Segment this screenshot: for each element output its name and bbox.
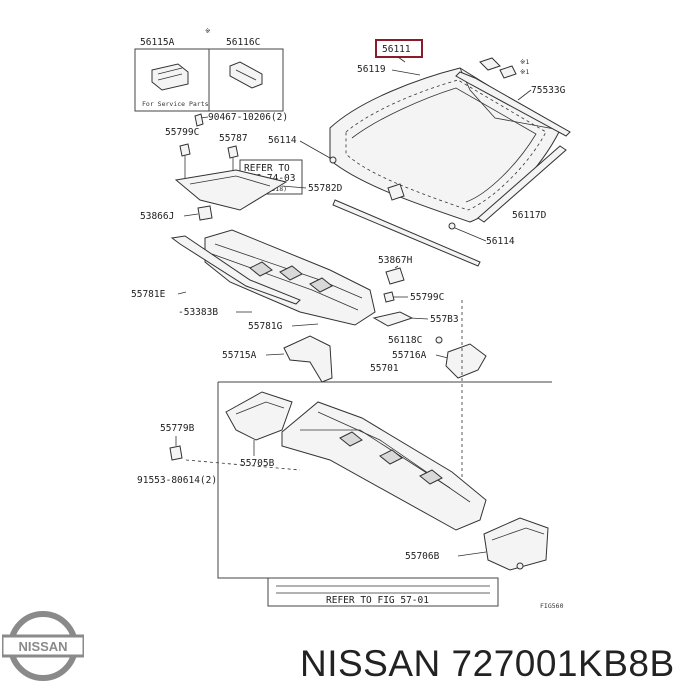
service-parts-inset: 56115A 56116C ※ For Service Parts [134, 27, 284, 112]
clip-55787 [227, 145, 239, 159]
label-56114-top: 56114 [268, 135, 297, 146]
label-91553: 91553-80614(2) [137, 475, 217, 486]
clip-part-left [151, 63, 189, 91]
logo-text: NISSAN [18, 639, 67, 654]
part-number: 727001KB8B [451, 643, 675, 684]
nissan-logo: NISSAN [2, 611, 84, 681]
label-55716a: 55716A [392, 350, 427, 361]
fastener-56114-mid [448, 222, 456, 230]
molding-56117d: 56117D [477, 145, 567, 223]
label-55781g: 55781G [248, 321, 283, 332]
bolt-90467 [194, 113, 204, 127]
svg-text:REFER TO FIG 57-01: REFER TO FIG 57-01 [326, 595, 429, 606]
label-90467: 90467-10206(2) [208, 112, 288, 123]
label-55779b: 55779B [160, 423, 195, 434]
highlight-box [375, 39, 423, 58]
label-56117d: 56117D [512, 210, 547, 221]
bracket-55782d [174, 169, 288, 211]
label-55799c-mid: 55799C [410, 292, 444, 303]
clip-55779b [169, 445, 183, 461]
label-55782d: 55782D [308, 183, 343, 194]
refer-note-2: REFER TO FIG 57-01 [267, 577, 499, 607]
windshield-glass [329, 67, 561, 223]
label-55706b: 55706B [405, 551, 440, 562]
label-56118c: 56118C [388, 335, 422, 346]
svg-text:REFER TO: REFER TO [244, 163, 290, 174]
clip-center [387, 183, 405, 201]
label-56114-mid: 56114 [486, 236, 515, 247]
label-53866j: 53866J [140, 211, 174, 222]
cowl-top-panel [204, 229, 376, 326]
clip-53866j [197, 205, 213, 221]
inset-note: For Service Parts [142, 100, 209, 108]
label-55799c-top: 55799C [165, 127, 199, 138]
label-75533g: 75533G [531, 85, 566, 96]
label-56111: 56111 [382, 44, 411, 55]
clip-53867h [385, 267, 405, 285]
clip-55799c-mid [383, 291, 395, 303]
cowl-panel-55701 [281, 401, 487, 531]
svg-text:※1: ※1 [520, 58, 529, 66]
label-55787: 55787 [219, 133, 248, 144]
label-55781e: 55781E [131, 289, 166, 300]
label-557b3: 557B3 [430, 314, 459, 325]
inset-right-label: 56116C [226, 37, 260, 48]
brand-name: NISSAN [300, 643, 441, 684]
clip-55799c-top [179, 143, 191, 157]
bracket-55716a [445, 343, 487, 379]
label-56119: 56119 [357, 64, 386, 75]
lower-weatherstrip [332, 199, 481, 267]
bracket-557b3 [372, 311, 414, 327]
clip-part-right [229, 61, 263, 89]
molding-75533g: ※1 ※1 75533G [455, 57, 571, 137]
seal-55781e [170, 235, 301, 305]
fastener-56118c [435, 336, 443, 344]
inset-marker: ※ [205, 27, 211, 35]
label-55715a: 55715A [222, 350, 257, 361]
label-55701: 55701 [370, 363, 399, 374]
bracket-55706b [483, 517, 549, 571]
svg-text:※1: ※1 [520, 68, 529, 76]
product-caption: NISSAN 727001KB8B [300, 643, 690, 693]
fastener-56114-top [329, 156, 337, 164]
bracket-55705b [225, 391, 293, 441]
label-53867h: 53867H [378, 255, 413, 266]
bracket-55715a [283, 335, 333, 383]
inset-left-label: 56115A [140, 37, 175, 48]
label-55705b: 55705B [240, 458, 275, 469]
label-53383b: -53383B [178, 307, 218, 318]
figure-code: FIG560 [540, 602, 564, 610]
